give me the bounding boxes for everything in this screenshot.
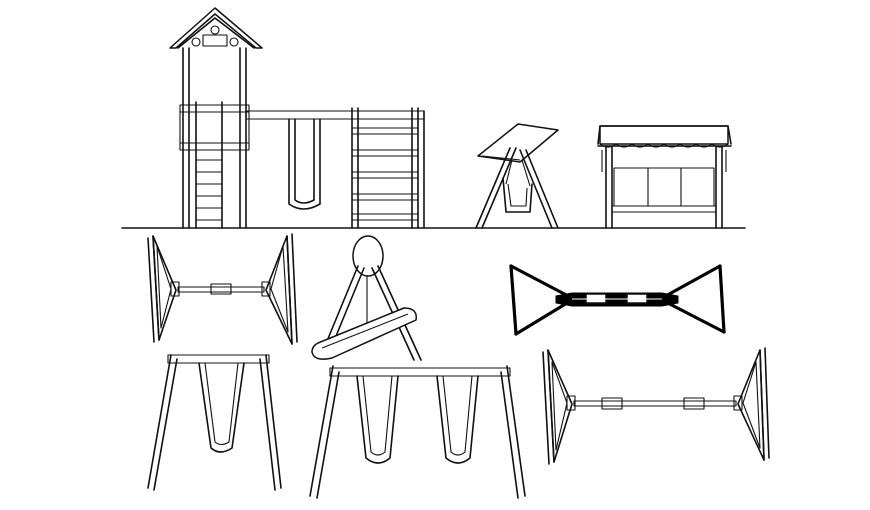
swing-frame-plan-left: [147, 233, 298, 345]
double-swing-front-view: [309, 365, 526, 499]
swing-frame-plan-bold: [509, 264, 726, 336]
play-tower-elevation: [169, 7, 425, 229]
single-swing-front-view: [147, 354, 282, 491]
porch-swing-side-view: [475, 123, 559, 229]
swing-frame-side-view: [311, 235, 422, 361]
canopy-swing-front-view: [597, 125, 732, 229]
swing-frame-plan-right: [542, 347, 770, 465]
